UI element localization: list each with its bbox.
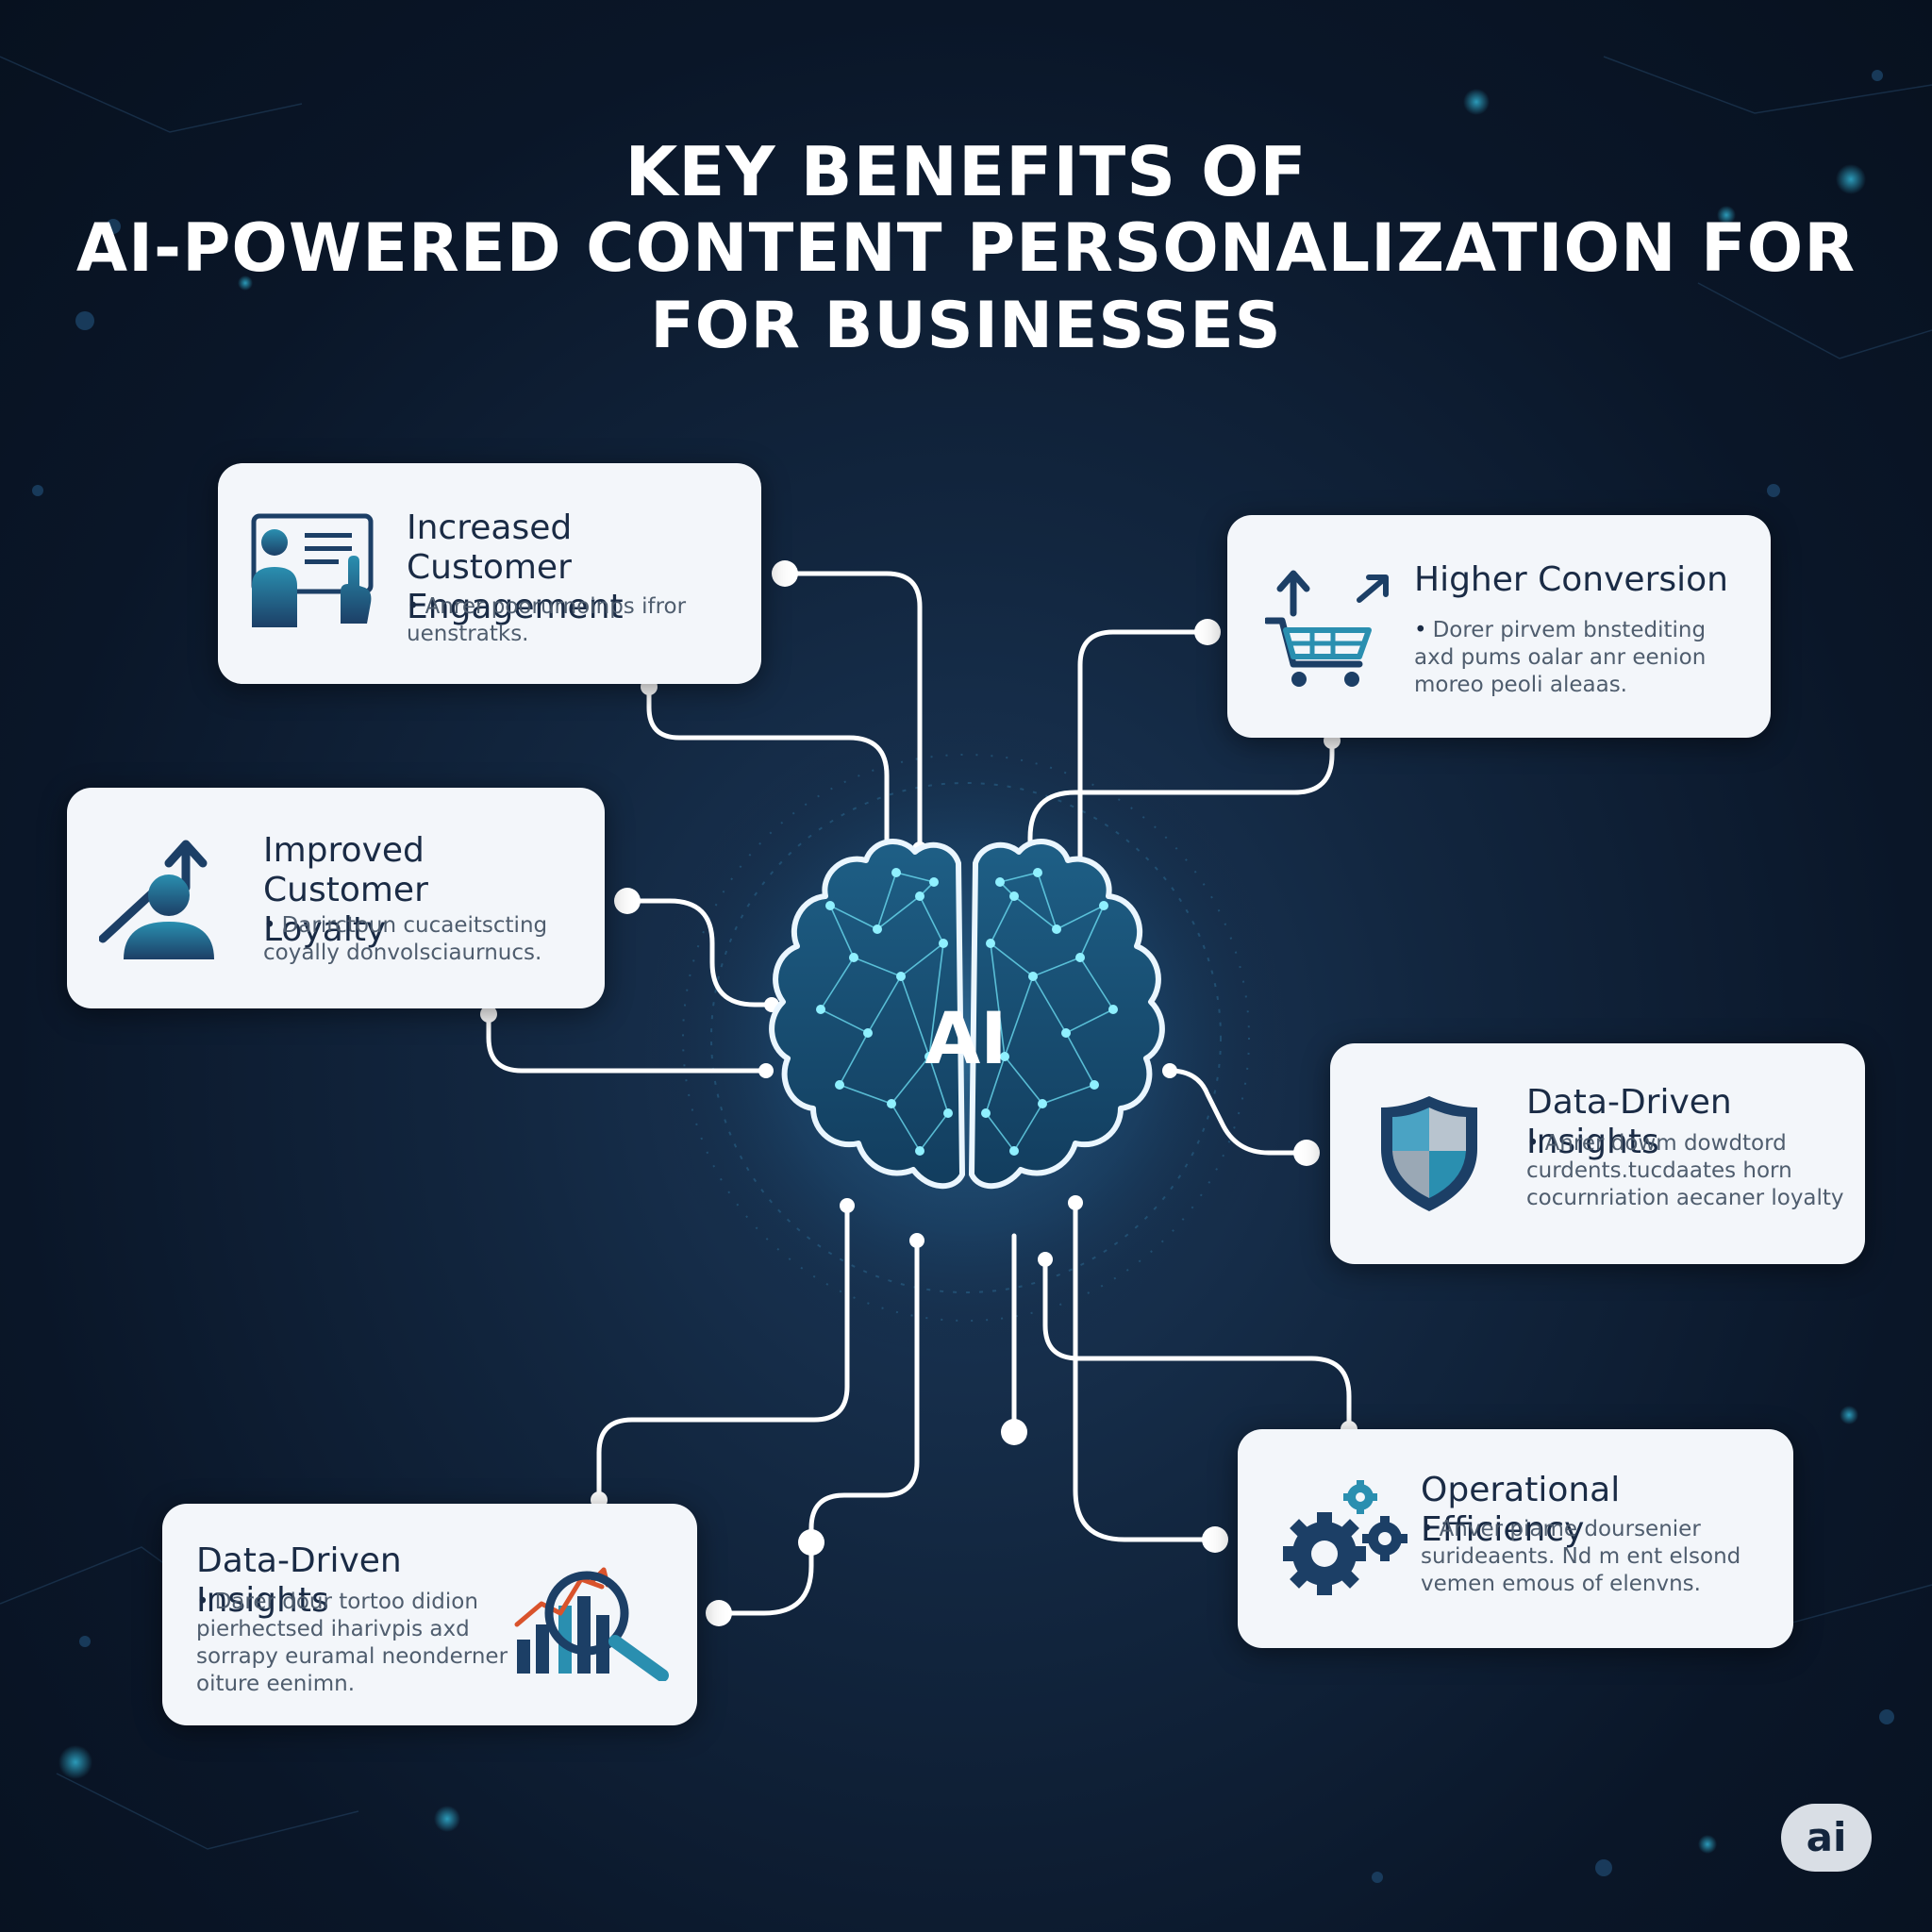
person-growth-icon bbox=[99, 840, 214, 959]
brain-center-label: AI bbox=[924, 996, 1008, 1080]
benefit-card-insights-left: Data-Driven Insights •Darer dour tortoo … bbox=[162, 1504, 697, 1725]
connector-conversion-top bbox=[1077, 629, 1210, 875]
brain-orbit-rings bbox=[682, 754, 1250, 1322]
card-title: Data-Driven Insights bbox=[1526, 1083, 1732, 1161]
benefit-card-insights-right: Data-Driven Insights •Anrer dowm dowdtor… bbox=[1330, 1043, 1865, 1264]
shield-icon bbox=[1381, 1096, 1477, 1211]
benefit-card-efficiency: Operational Efficiency •Anver piame dour… bbox=[1238, 1429, 1793, 1648]
connector-efficiency-top bbox=[1042, 1257, 1352, 1432]
connector-insights-left-b bbox=[808, 1238, 920, 1545]
connector-efficiency-left bbox=[1073, 1200, 1218, 1542]
brain-right-hemisphere bbox=[969, 839, 1165, 1190]
brain-icon bbox=[769, 839, 1165, 1190]
connector-loyalty-bottom bbox=[486, 1011, 769, 1074]
page-title-line-1: KEY BENEFITS OF bbox=[625, 132, 1307, 211]
presentation-person-icon bbox=[251, 513, 374, 627]
card-title: Data-Driven Insights bbox=[196, 1541, 402, 1620]
background-dots bbox=[32, 70, 1894, 1883]
connector-loyalty-top bbox=[625, 898, 774, 1008]
page-title-emphasis: AI-POWERED bbox=[75, 209, 562, 287]
connector-engagement-top bbox=[782, 571, 923, 852]
benefit-card-conversion: Higher Conversion •Dorer pirvem bnstedit… bbox=[1227, 515, 1771, 738]
page-title-line-3: FOR BUSINESSES bbox=[650, 289, 1282, 363]
shopping-cart-icon bbox=[1265, 570, 1389, 687]
connector-insights-left-c bbox=[716, 1540, 814, 1616]
card-title: Higher Conversion bbox=[1414, 560, 1728, 599]
card-title: Operational Efficiency bbox=[1421, 1471, 1621, 1549]
brain-glow-halo bbox=[645, 717, 1287, 1358]
connector-insights-left-a bbox=[596, 1203, 850, 1503]
chart-magnifier-icon bbox=[514, 1567, 669, 1681]
ai-logo-badge: ai bbox=[1781, 1804, 1872, 1872]
connector-lines bbox=[486, 571, 1352, 1616]
brain-left-hemisphere bbox=[769, 839, 965, 1190]
connector-conversion-bottom bbox=[1027, 738, 1335, 857]
page-title-line-2: AI-POWERED CONTENT PERSONALIZATION FOR bbox=[0, 209, 1932, 287]
connector-insights-right bbox=[1167, 1068, 1309, 1156]
page-title-line-2-rest: CONTENT PERSONALIZATION FOR bbox=[561, 209, 1857, 287]
connector-engagement-bottom bbox=[646, 684, 890, 857]
gears-icon bbox=[1283, 1480, 1407, 1595]
brain-network-nodes bbox=[816, 868, 1118, 1156]
